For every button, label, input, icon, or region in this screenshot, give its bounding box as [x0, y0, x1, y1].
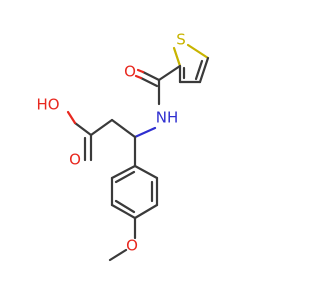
bond-o-tip-b	[134, 74, 143, 80]
bond-c-oh	[73, 121, 93, 137]
bond-ring-1	[133, 164, 159, 180]
bond-s-c2	[172, 46, 182, 68]
bond-ring-6-inner	[114, 170, 136, 184]
structure-canvas: S O NH HO O O	[36, 31, 210, 262]
carbonyl-oxygen-acid-label: O	[69, 151, 81, 169]
bond-c2-carbonyl	[157, 64, 182, 82]
bond-n-ch	[133, 126, 157, 139]
bond-o-methyl	[108, 248, 128, 262]
bond-carbonyl-o	[141, 70, 161, 82]
bond-ring-3	[133, 203, 159, 220]
bond-s-c5	[186, 43, 210, 60]
methoxyphenyl-ring	[108, 135, 159, 262]
structure-diagram: S O NH HO O O	[36, 31, 210, 262]
acid-chain	[66, 110, 137, 162]
amide-group	[133, 64, 182, 139]
ether-oxygen-label: O	[126, 237, 138, 255]
amide-nitrogen-label: NH	[156, 109, 179, 127]
hydroxyl-label: HO	[36, 96, 59, 114]
bond-ch-ch2	[110, 118, 137, 139]
bond-oh-tip	[66, 110, 77, 125]
bond-ch2-cooh	[89, 118, 114, 137]
carbonyl-oxygen-amide-label: O	[124, 63, 136, 81]
bond-c5-c4	[198, 56, 210, 84]
sulfur-label: S	[176, 31, 186, 49]
bond-ring-4-inner	[114, 199, 136, 214]
bond-ring-6	[110, 164, 137, 180]
bond-c5-c4-inner	[194, 59, 204, 81]
bond-carbonyl-o-double	[139, 76, 159, 88]
bond-o-tip-a	[136, 68, 145, 74]
bond-ring-4	[110, 203, 137, 220]
thiophene-ring	[172, 43, 210, 84]
